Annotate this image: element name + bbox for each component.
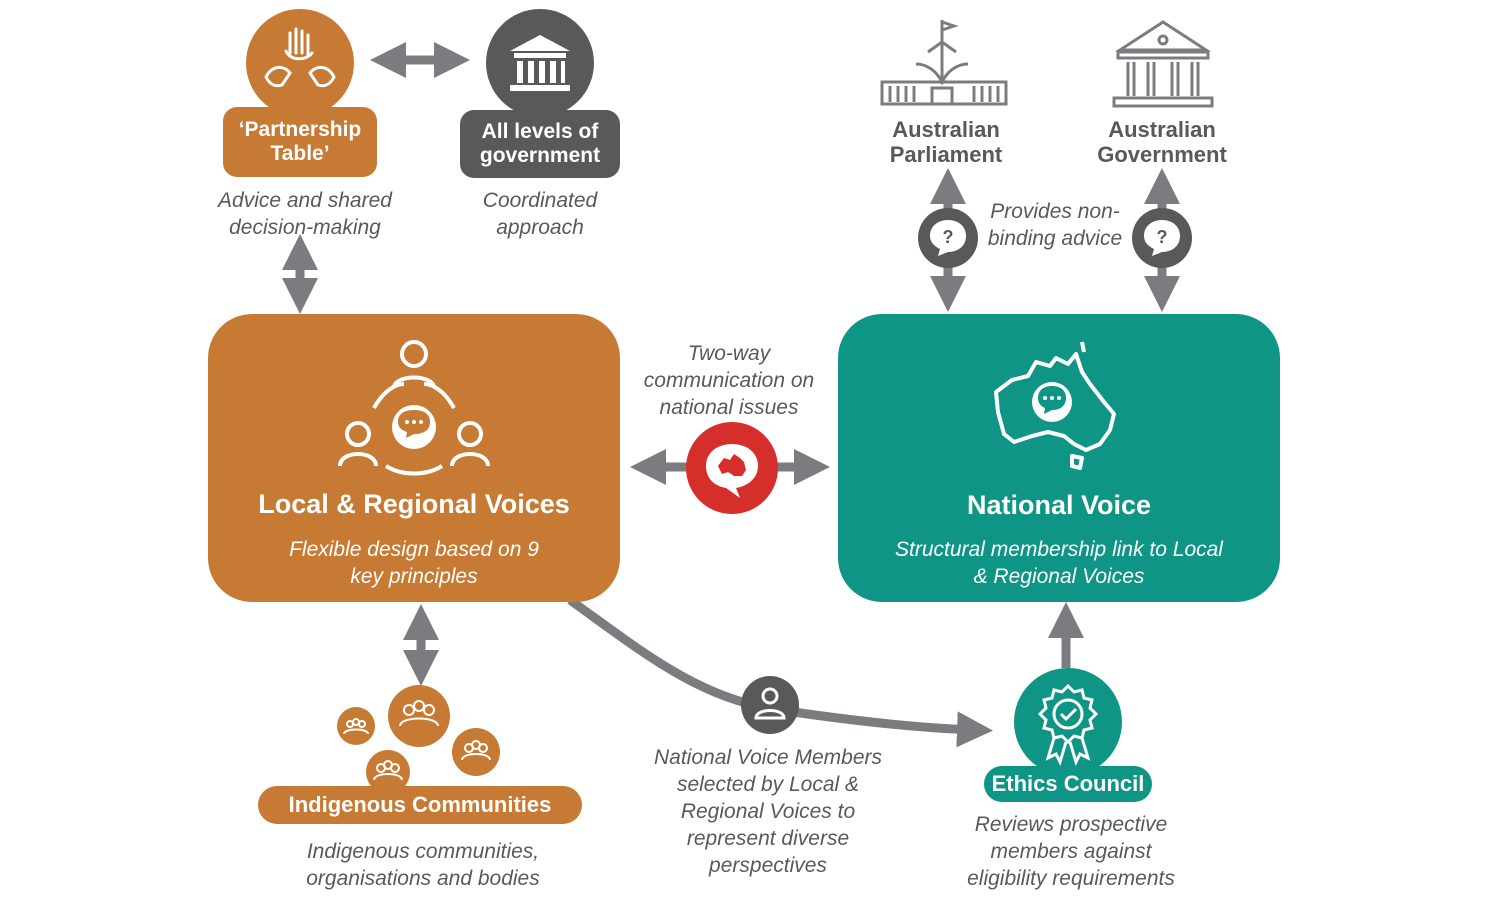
government-title: All levels of government (460, 110, 620, 178)
svg-text:?: ? (1157, 227, 1168, 247)
award-ribbon-icon (1014, 668, 1122, 776)
local-subtitle: Flexible design based on 9 key principle… (289, 538, 539, 588)
communities-caption: Indigenous communities, organisations an… (306, 840, 540, 890)
question-bubble-icon: ? (918, 208, 978, 268)
members-caption: National Voice Members selected by Local… (654, 746, 882, 877)
advice-caption: Provides non-binding advice (987, 200, 1123, 250)
communities-label: Indigenous Communities (258, 786, 582, 824)
two-way-caption: Two-way communication on national issues (643, 342, 815, 419)
ethics-caption: Reviews prospective members against elig… (967, 813, 1175, 890)
ethics-label: Ethics Council (984, 766, 1152, 802)
partnership-title: ‘Partnership Table’ (223, 107, 377, 177)
national-title: National Voice (966, 490, 1152, 520)
local-title: Local & Regional Voices (258, 489, 570, 519)
government-building-icon (486, 9, 594, 115)
partnership-caption: Advice and shared decision-making (218, 189, 392, 239)
aus-government-label: Australian Government (1097, 117, 1227, 167)
community-groups-icon (337, 685, 500, 790)
government-building-icon (1112, 20, 1214, 108)
partnership-node: ‘Partnership Table’ (220, 5, 380, 185)
parliament-house-icon (880, 20, 1008, 106)
government-node: All levels of government (458, 5, 622, 185)
person-icon (741, 676, 799, 734)
local-regional-box: Local & Regional Voices Flexible design … (208, 314, 620, 602)
hands-together-icon (246, 9, 354, 115)
national-subtitle: Structural membership link to Local & Re… (895, 538, 1223, 588)
australia-map-icon (994, 341, 1116, 470)
question-bubble-icon: ? (1132, 208, 1192, 268)
australia-speech-icon (686, 422, 778, 514)
national-voice-box: National Voice Structural membership lin… (838, 314, 1280, 602)
government-caption: Coordinated approach (482, 189, 598, 239)
parliament-label: Australian Parliament (889, 117, 1003, 167)
people-network-icon (338, 340, 490, 476)
svg-text:?: ? (943, 227, 954, 247)
